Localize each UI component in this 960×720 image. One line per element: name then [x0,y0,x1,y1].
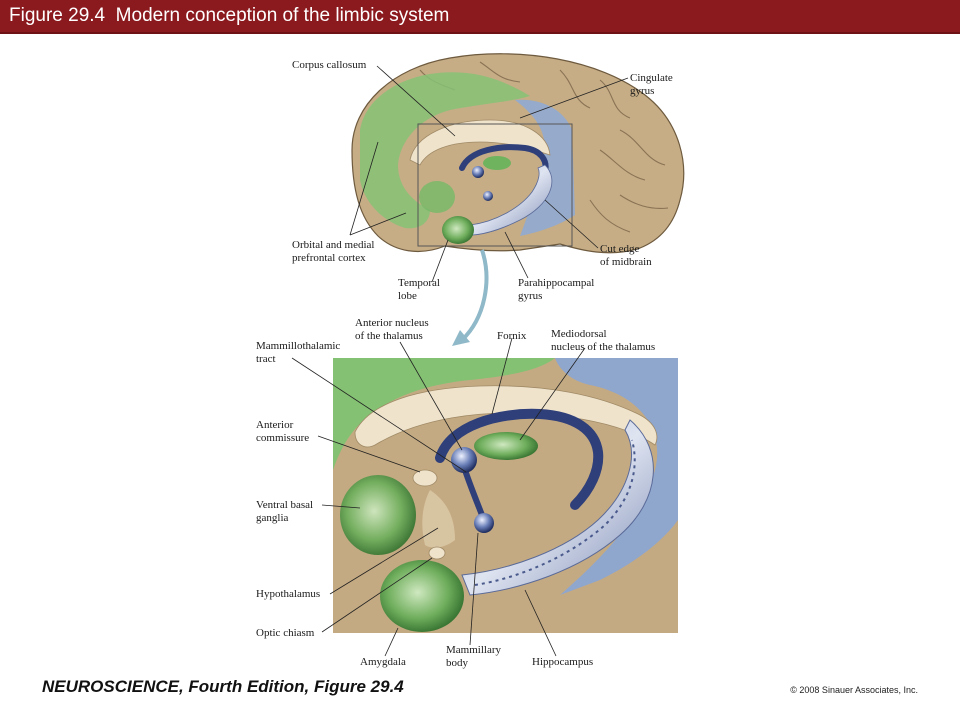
label-corpus-callosum: Corpus callosum [292,59,367,71]
label-mediodorsal-1: Mediodorsal [551,328,607,340]
top-anterior-nucleus [472,166,484,178]
zoom-arrow [460,249,489,342]
top-temporal-green [419,181,455,213]
top-brain [351,53,685,254]
label-parahippocampal-1: Parahippocampal [518,277,594,289]
zoom-cingulate-blue [555,358,678,595]
label-amygdala: Amygdala [360,656,406,668]
footer-book-title: NEUROSCIENCE, Fourth Edition, Figure 29.… [42,677,404,696]
label-temporal-1: Temporal [398,277,440,289]
top-corpus-callosum [409,119,551,166]
label-cut-edge-1: Cut edge [600,243,640,255]
top-amygdala [442,216,474,244]
label-hypothalamus: Hypothalamus [256,588,320,600]
zoom-mammillary-body [474,513,494,533]
zoom-frontal-green [333,358,555,470]
label-anterior-commissure-1: Anterior [256,419,294,431]
label-temporal-2: lobe [398,290,417,302]
label-cut-edge-2: of midbrain [600,256,652,268]
zoom-anterior-commissure [412,469,438,487]
label-ventral-basal-2: ganglia [256,512,288,524]
zoom-hypothalamus [422,490,455,548]
zoom-fornix [435,408,604,510]
title-bar: Figure 29.4 Modern conception of the lim… [0,0,960,34]
label-cingulate-2: gyrus [630,85,654,97]
label-anterior-nucleus-2: of the thalamus [355,330,423,342]
zoom-mediodorsal-nucleus [474,432,538,460]
label-orbital-2: prefrontal cortex [292,252,366,264]
zoom-amygdala [380,560,464,632]
label-fornix: Fornix [497,330,527,342]
zoom-panel [333,358,678,633]
top-leaders [349,65,629,283]
label-mediodorsal-2: nucleus of the thalamus [551,341,655,353]
zoom-hippocampus [461,419,654,596]
top-mammillary [483,191,493,201]
label-mammillothalamic-2: tract [256,353,276,365]
zoom-ventral-basal-ganglia [340,475,416,555]
zoom-corpus-callosum [354,385,658,448]
bottom-labels: Anterior nucleus of the thalamus Fornix … [256,317,655,669]
label-hippocampus: Hippocampus [532,656,593,668]
label-mammillothalamic-1: Mammillothalamic [256,340,340,352]
footer-copyright: © 2008 Sinauer Associates, Inc. [790,685,918,695]
figure-title: Figure 29.4 Modern conception of the lim… [9,5,450,26]
bottom-leaders [291,337,586,657]
top-labels: Corpus callosum Cingulate gyrus Orbital … [292,59,673,302]
top-prefrontal-green [360,72,530,229]
label-mammillary-1: Mammillary [446,644,501,656]
label-anterior-nucleus-1: Anterior nucleus [355,317,429,329]
zoom-box [417,123,573,247]
zoom-arrow-head [452,330,470,346]
top-thalamus-green [483,156,511,170]
top-brain-sulci [419,61,669,233]
label-cingulate-1: Cingulate [630,72,673,84]
label-orbital-1: Orbital and medial [292,239,374,251]
top-fornix [459,144,549,175]
label-anterior-commissure-2: commissure [256,432,309,444]
label-parahippocampal-2: gyrus [518,290,542,302]
zoom-anterior-nucleus [451,447,477,473]
zoom-optic-chiasm [428,546,446,560]
label-ventral-basal-1: Ventral basal [256,499,313,511]
label-mammillary-2: body [446,657,469,669]
label-optic-chiasm: Optic chiasm [256,627,315,639]
